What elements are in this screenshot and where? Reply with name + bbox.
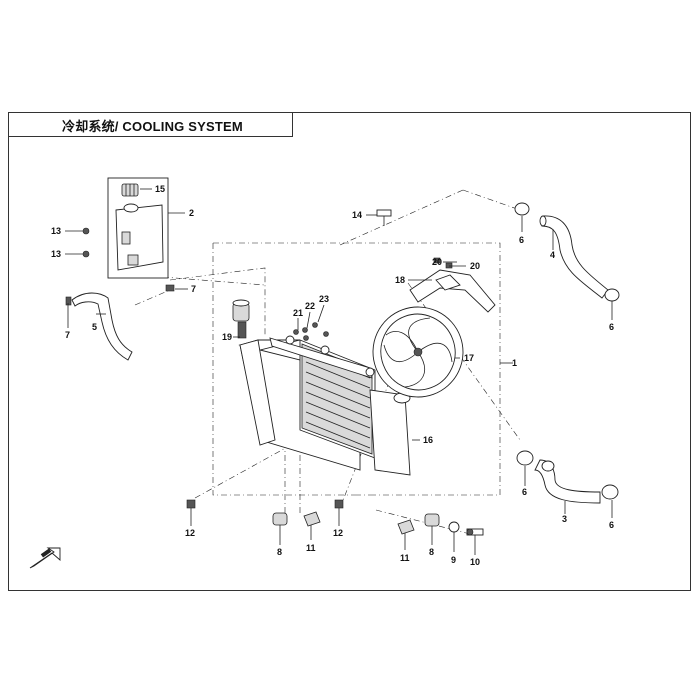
callout-11-right: 11 bbox=[400, 553, 410, 563]
tank-clamp bbox=[165, 284, 175, 292]
overflow-hose bbox=[65, 292, 133, 361]
callout-2: 2 bbox=[189, 208, 194, 218]
mount-hardware bbox=[186, 499, 484, 536]
callout-19: 19 bbox=[222, 332, 232, 342]
callout-labels: 1 2 3 4 5 6 6 6 6 7 7 8 8 9 10 11 11 12 … bbox=[51, 184, 614, 567]
callout-11-left: 11 bbox=[306, 543, 316, 553]
callout-7-tank: 7 bbox=[191, 284, 196, 294]
callout-23: 23 bbox=[319, 294, 329, 304]
callout-17: 17 bbox=[464, 353, 474, 363]
callout-18: 18 bbox=[395, 275, 405, 285]
upper-hose bbox=[539, 215, 609, 299]
radiator-core bbox=[238, 335, 376, 471]
lower-hose bbox=[534, 459, 601, 504]
callout-16: 16 bbox=[423, 435, 433, 445]
radiator-cap bbox=[232, 299, 250, 339]
callout-20-right: 20 bbox=[470, 261, 480, 271]
callout-1: 1 bbox=[512, 358, 517, 368]
fan-bracket bbox=[409, 269, 496, 313]
callout-20-left: 20 bbox=[432, 257, 442, 267]
radiator-side-tank bbox=[369, 389, 411, 476]
callout-9: 9 bbox=[451, 555, 456, 565]
expansion-tank bbox=[107, 177, 169, 279]
callout-12-left: 12 bbox=[185, 528, 195, 538]
callout-4: 4 bbox=[550, 250, 555, 260]
front-direction-arrow-icon bbox=[29, 547, 61, 569]
callout-8-left: 8 bbox=[277, 547, 282, 557]
fan-connector bbox=[376, 209, 392, 226]
callout-10: 10 bbox=[470, 557, 480, 567]
bracket-clips bbox=[433, 257, 453, 269]
cooling-fan bbox=[372, 306, 464, 398]
callout-6-upper-left: 6 bbox=[519, 235, 524, 245]
callout-21: 21 bbox=[293, 308, 303, 318]
diagram-title: 冷却系统/ COOLING SYSTEM bbox=[62, 119, 243, 134]
mount-screws bbox=[293, 322, 329, 341]
tank-cap bbox=[121, 183, 139, 197]
callout-8-right: 8 bbox=[429, 547, 434, 557]
title-box bbox=[8, 112, 293, 137]
callout-5: 5 bbox=[92, 322, 97, 332]
callout-6-upper-right: 6 bbox=[609, 322, 614, 332]
callout-14: 14 bbox=[352, 210, 362, 220]
callout-3: 3 bbox=[562, 514, 567, 524]
assembly-outline bbox=[134, 189, 521, 535]
leader-lines bbox=[65, 188, 613, 555]
callout-12-right: 12 bbox=[333, 528, 343, 538]
tank-bolts bbox=[82, 227, 90, 258]
callout-6-lower-left: 6 bbox=[522, 487, 527, 497]
hose-clamps bbox=[514, 202, 620, 500]
callout-15: 15 bbox=[155, 184, 165, 194]
diagram-frame bbox=[8, 112, 691, 591]
callout-22: 22 bbox=[305, 301, 315, 311]
callout-7-hose: 7 bbox=[65, 330, 70, 340]
callout-13-upper: 13 bbox=[51, 226, 61, 236]
callout-6-lower-right: 6 bbox=[609, 520, 614, 530]
callout-13-lower: 13 bbox=[51, 249, 61, 259]
